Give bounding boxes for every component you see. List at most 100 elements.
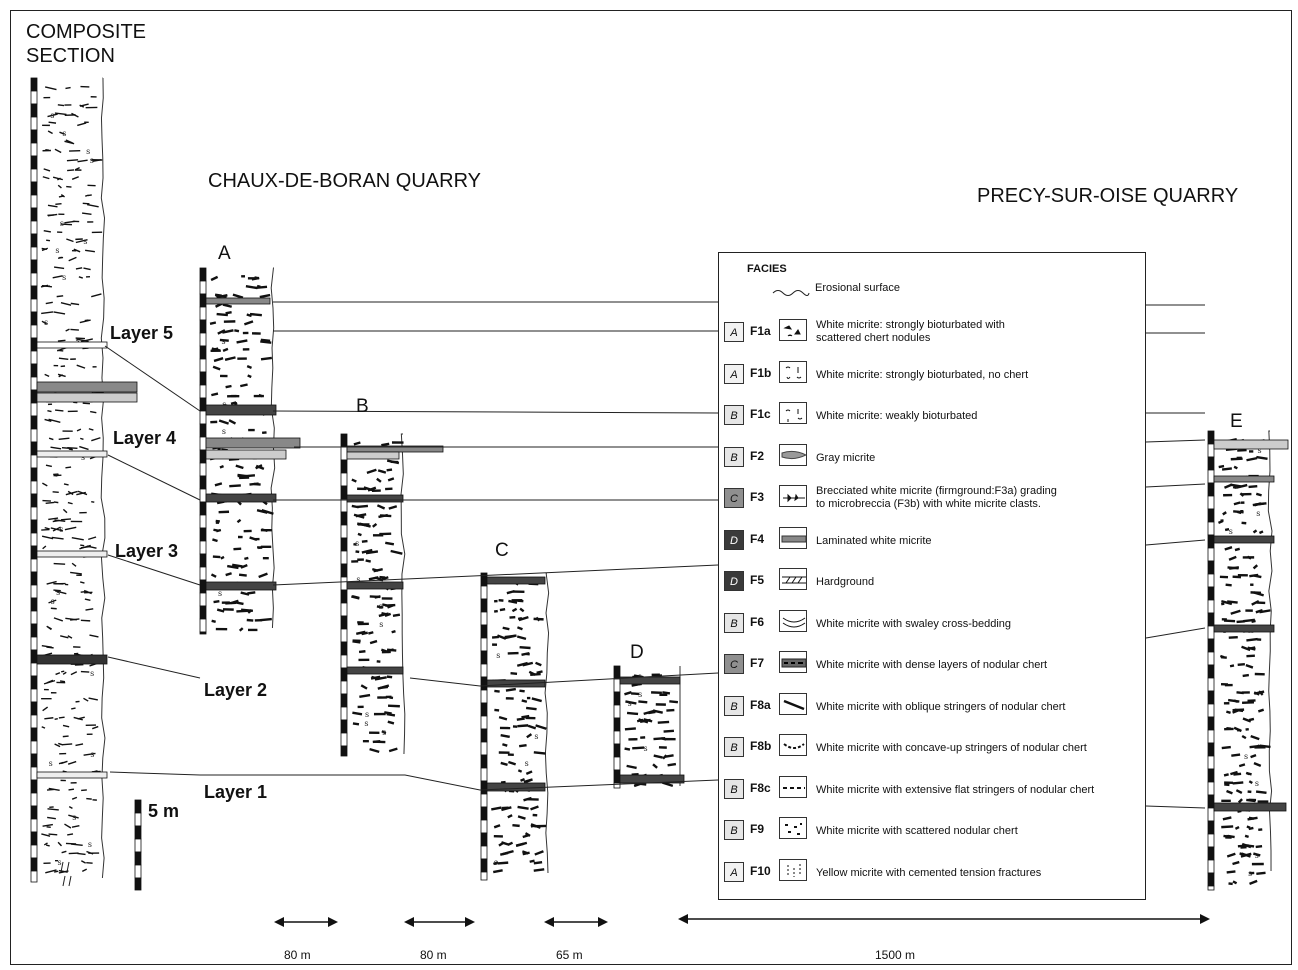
svg-text:s: s xyxy=(496,651,500,660)
svg-text:s: s xyxy=(1244,752,1248,761)
chaux-de-boran-title: CHAUX-DE-BORAN QUARRY xyxy=(208,170,481,192)
legend-item-f6: B F6 White micrite with swaley cross-beddi… xyxy=(719,606,1147,646)
svg-text:s: s xyxy=(51,597,55,606)
svg-text:s: s xyxy=(1229,527,1233,536)
facies-code: F7 xyxy=(750,656,765,670)
facies-description: White micrite with scattered nodular che… xyxy=(816,825,1018,837)
svg-text:s: s xyxy=(62,273,66,282)
facies-code: F10 xyxy=(750,863,771,878)
lithotype-box: B xyxy=(724,695,744,716)
svg-text:s: s xyxy=(44,318,48,327)
facies-description: Yellow micrite with cemented tension fra… xyxy=(816,866,1042,879)
facies-tension-icon xyxy=(779,858,807,881)
svg-text:s: s xyxy=(1256,509,1260,518)
lithotype-box: A xyxy=(724,861,744,882)
figure-frame xyxy=(10,10,1292,965)
facies-hard-icon xyxy=(779,568,807,590)
facies-code: F3 xyxy=(750,490,765,504)
facies-code: F9 xyxy=(750,822,765,836)
svg-text:s: s xyxy=(59,525,63,534)
layer-1-label: Layer 1 xyxy=(204,782,268,802)
facies-description: White micrite: strongly bioturbated with… xyxy=(816,319,1005,344)
facies-description: White micrite with dense layers of nodul… xyxy=(816,659,1048,671)
facies-description: White micrite with oblique stringers of … xyxy=(816,700,1066,713)
svg-text:s: s xyxy=(364,719,368,728)
facies-code: F6 xyxy=(750,614,765,629)
lithotype-box: C xyxy=(724,654,744,674)
svg-text:s: s xyxy=(638,690,642,699)
layer-5-label: Layer 5 xyxy=(110,323,174,343)
precy-sur-oise-title: PRECY-SUR-OISE QUARRY xyxy=(977,185,1239,207)
facies-code: F4 xyxy=(750,531,765,546)
facies-code: F5 xyxy=(750,573,765,587)
svg-text:s: s xyxy=(86,147,90,156)
svg-text:s: s xyxy=(638,672,642,681)
facies-chert-icon xyxy=(779,319,807,341)
svg-text:s: s xyxy=(221,337,225,346)
svg-text:s: s xyxy=(628,699,632,708)
svg-text:s: s xyxy=(62,129,66,138)
lithotype-box: B xyxy=(724,820,744,840)
facies-description: White micrite with extensive flat string… xyxy=(816,783,1095,796)
facies-dense-icon xyxy=(779,651,807,673)
facies-scatter-icon xyxy=(779,817,807,839)
section-label-e: E xyxy=(1230,411,1243,432)
svg-text:s: s xyxy=(50,111,54,120)
svg-text:s: s xyxy=(355,539,359,548)
facies-code: F1c xyxy=(750,407,771,421)
legend-item-f10: A F10 Yellow micrite with cemented tension… xyxy=(719,855,1147,895)
layer-3-label: Layer 3 xyxy=(115,541,179,561)
svg-text:s: s xyxy=(222,427,226,436)
svg-text:s: s xyxy=(1255,779,1259,788)
section-label-c: C xyxy=(495,540,509,561)
legend-item-f7: C F7 White micrite with dense layers of no… xyxy=(719,647,1147,687)
svg-text:s: s xyxy=(525,759,529,768)
facies-description: White micrite with concave-up stringers … xyxy=(816,742,1087,754)
scale-bar-label: 5 m xyxy=(148,801,180,821)
layer-4-label: Layer 4 xyxy=(113,428,177,448)
distance-label-3: 65 m xyxy=(556,948,583,962)
svg-text:s: s xyxy=(90,750,94,759)
facies-lam-icon xyxy=(779,526,807,549)
facies-oblique-icon xyxy=(779,692,807,715)
svg-text:s: s xyxy=(643,744,647,753)
section-label-a: A xyxy=(218,243,231,264)
facies-description: Hardground xyxy=(816,576,875,588)
facies-description: White micrite with swaley cross-bedding xyxy=(816,617,1012,630)
facies-concave-icon xyxy=(779,734,807,756)
correlation-lines xyxy=(104,301,1206,809)
svg-text:s: s xyxy=(49,759,53,768)
facies-swaley-icon xyxy=(779,609,807,632)
facies-description: White micrite: weakly bioturbated xyxy=(816,410,978,422)
legend-item-f5: D F5 Hardground xyxy=(719,564,1147,604)
svg-text:s: s xyxy=(58,858,62,867)
erosional-surface-icon xyxy=(772,290,810,296)
facies-weak-icon xyxy=(779,402,807,424)
svg-text:s: s xyxy=(60,219,64,228)
svg-text:s: s xyxy=(55,246,59,255)
section-label-b: B xyxy=(356,396,369,417)
lithotype-box: B xyxy=(724,612,744,633)
lithotype-box: B xyxy=(724,778,744,799)
distance-label-2: 80 m xyxy=(420,948,447,962)
svg-text:s: s xyxy=(88,840,92,849)
legend-erosional-label: Erosional surface xyxy=(815,282,900,294)
svg-text:s: s xyxy=(1257,446,1261,455)
svg-text:s: s xyxy=(382,728,386,737)
lithotype-box: B xyxy=(724,405,744,425)
lithotype-box: D xyxy=(724,571,744,591)
svg-text:s: s xyxy=(356,575,360,584)
distance-label-4: 1500 m xyxy=(875,948,916,962)
layer-2-label: Layer 2 xyxy=(204,680,268,700)
svg-text:s: s xyxy=(365,710,369,719)
facies-code: F1a xyxy=(750,324,771,338)
